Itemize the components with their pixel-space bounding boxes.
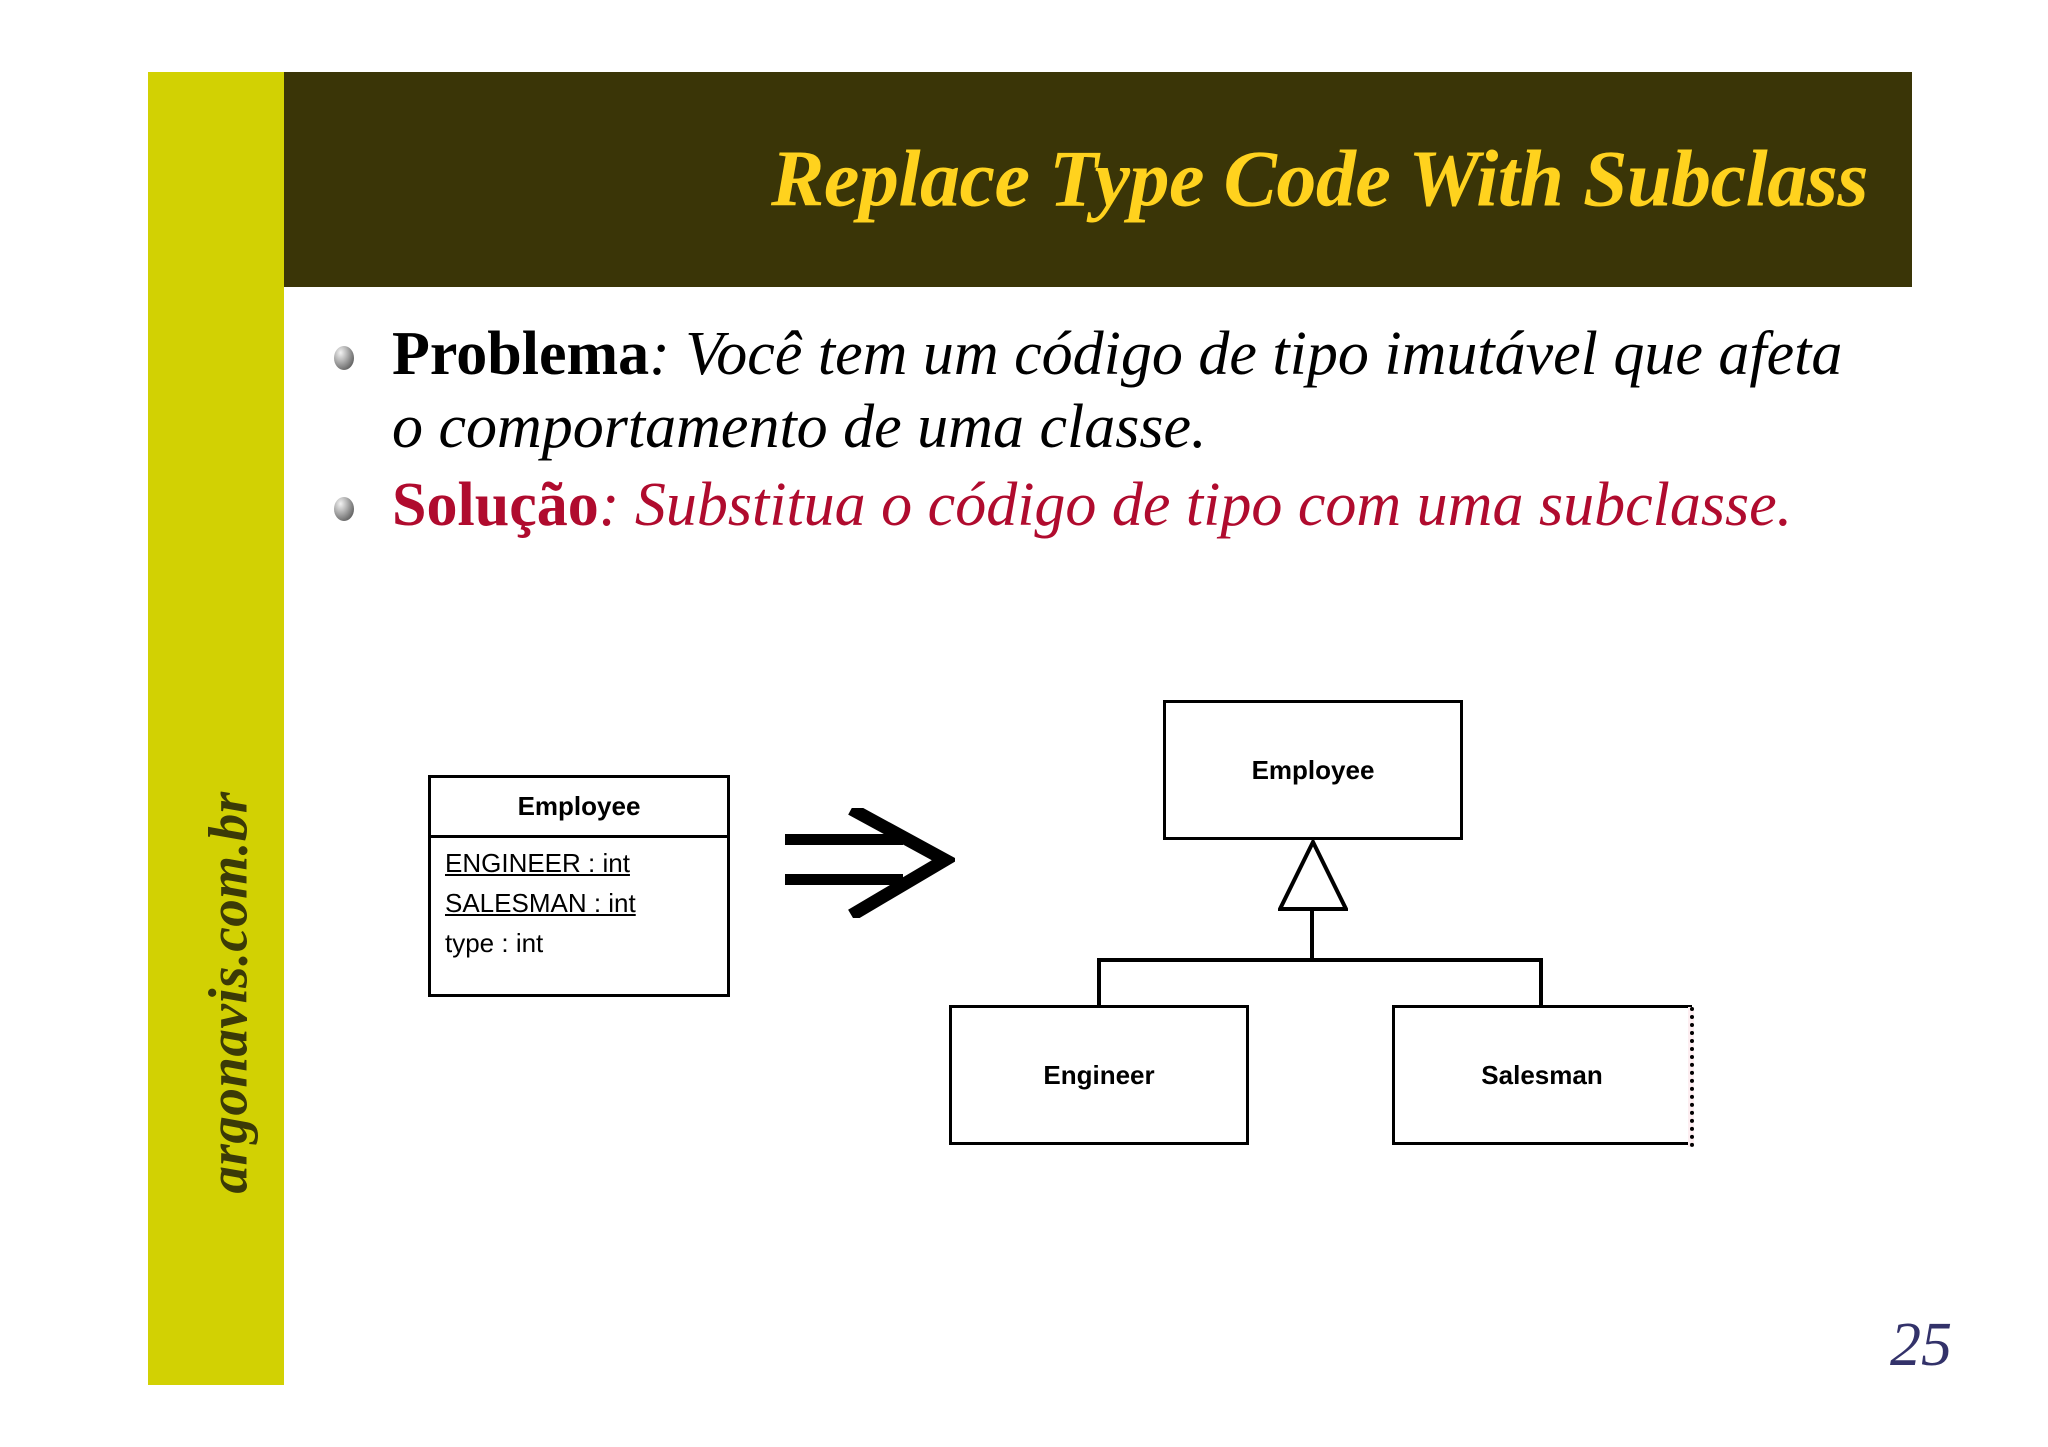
uml-class-box-employee-after: Employee [1163, 700, 1463, 840]
uml-class-name-engineer: Engineer [1043, 1059, 1155, 1090]
bullet-body-problema: : Você tem um código de tipo imutável qu… [392, 320, 1843, 461]
bullet-text-solucao: Solução: Substitua o código de tipo com … [392, 469, 1886, 542]
double-right-arrow-icon [785, 808, 955, 918]
uml-attribute-salesman: SALESMAN : int [445, 888, 636, 918]
uml-class-name-employee-before: Employee [517, 791, 641, 821]
connector-drop-engineer [1097, 958, 1101, 1007]
uml-class-box-engineer: Engineer [949, 1005, 1249, 1145]
page-title: Replace Type Code With Subclass [770, 135, 1869, 223]
bullet-sphere-icon [334, 346, 354, 370]
sidebar-accent-bar: argonavis.com.br [148, 72, 284, 1385]
connector-vertical-trunk [1310, 909, 1314, 961]
uml-attribute-compartment: ENGINEER : int SALESMAN : int type : int [445, 848, 719, 968]
selection-edge-marker [1688, 1007, 1694, 1147]
uml-class-name-salesman: Salesman [1481, 1059, 1603, 1090]
uml-class-box-employee-before: Employee ENGINEER : int SALESMAN : int t… [428, 775, 730, 997]
bullet-lead-solucao: Solução [392, 471, 599, 540]
uml-class-name-employee-after: Employee [1251, 754, 1375, 785]
bullet-body-solucao: : Substitua o código de tipo com uma sub… [598, 471, 1793, 540]
uml-attribute-engineer: ENGINEER : int [445, 848, 630, 878]
uml-class-header-before: Employee [431, 778, 727, 838]
bullet-item-problema: Problema: Você tem um código de tipo imu… [326, 318, 1886, 463]
sidebar-site-label: argonavis.com.br [197, 791, 259, 1194]
connector-horizontal-bus [1097, 958, 1543, 962]
bullet-item-solucao: Solução: Substitua o código de tipo com … [326, 469, 1886, 542]
bullet-sphere-icon [334, 497, 354, 522]
bullet-text-problema: Problema: Você tem um código de tipo imu… [392, 318, 1886, 463]
bullet-lead-problema: Problema [392, 320, 650, 388]
page-number: 25 [1890, 1311, 1952, 1379]
title-bar: Replace Type Code With Subclass [284, 72, 1912, 287]
uml-class-box-salesman: Salesman [1392, 1005, 1692, 1145]
bullet-list: Problema: Você tem um código de tipo imu… [326, 318, 1886, 548]
generalization-triangle-icon [1278, 840, 1348, 911]
uml-attribute-type: type : int [445, 928, 544, 958]
connector-drop-salesman [1539, 958, 1543, 1007]
